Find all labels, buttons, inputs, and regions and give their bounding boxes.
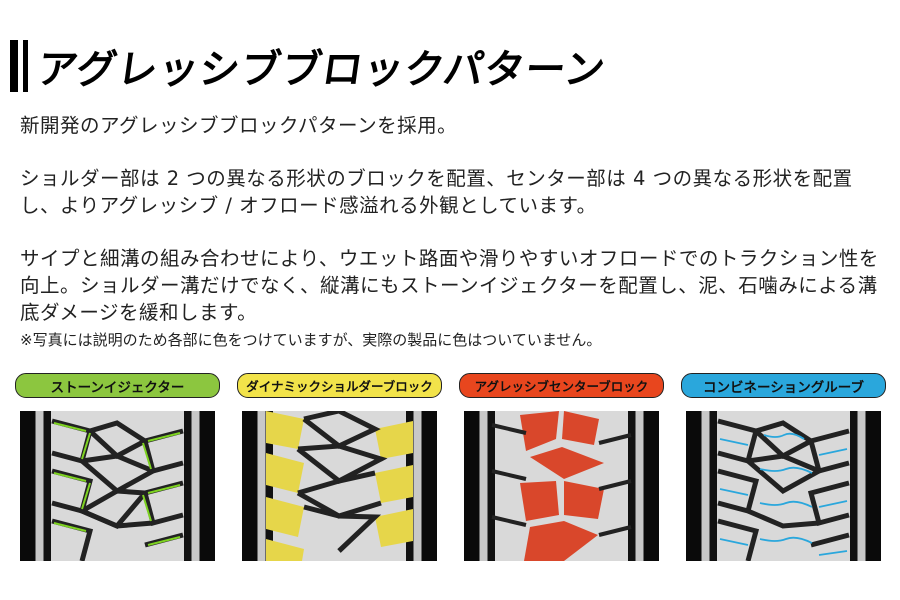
feature-panel-shoulder-block: ダイナミックショルダーブロック [237,373,442,561]
feature-panel-stone-ejector: ストーンイジェクター [15,373,220,561]
tread-pattern-icon [491,411,632,561]
tire-tread-image [464,411,659,561]
accent-bar [10,40,18,92]
shoulder-center-paragraph: ショルダー部は 2 つの異なる形状のブロックを配置、センター部は 4 つの異なる… [20,167,853,217]
feature-label: ストーンイジェクター [15,373,220,398]
feature-panel-combination-groove: コンビネーショングルーブ [681,373,886,561]
page-title: アグレッシブブロックパターン [34,47,609,93]
tire-tread-image [20,411,215,561]
tread-pattern-icon [717,418,850,561]
tread-pattern-icon [51,418,184,561]
sipe-groove-paragraph: サイプと細溝の組み合わせにより、ウエット路面や滑りやすいオフロードでのトラクショ… [20,247,879,324]
feature-label: コンビネーショングルーブ [681,373,886,398]
page-header: アグレッシブブロックパターン [10,40,609,93]
tire-tread-image [242,411,437,561]
disclaimer-note: ※写真には説明のため各部に色をつけていますが、実際の製品に色はついていません。 [20,331,602,349]
tread-pattern-icon [266,411,413,561]
feature-label: ダイナミックショルダーブロック [237,373,442,398]
feature-panel-center-block: アグレッシブセンターブロック [459,373,664,561]
tire-tread-image [686,411,881,561]
title-accent-bars [10,40,28,92]
accent-bar [23,40,28,92]
intro-paragraph: 新開発のアグレッシブブロックパターンを採用。 [20,114,458,137]
feature-label: アグレッシブセンターブロック [459,373,664,398]
